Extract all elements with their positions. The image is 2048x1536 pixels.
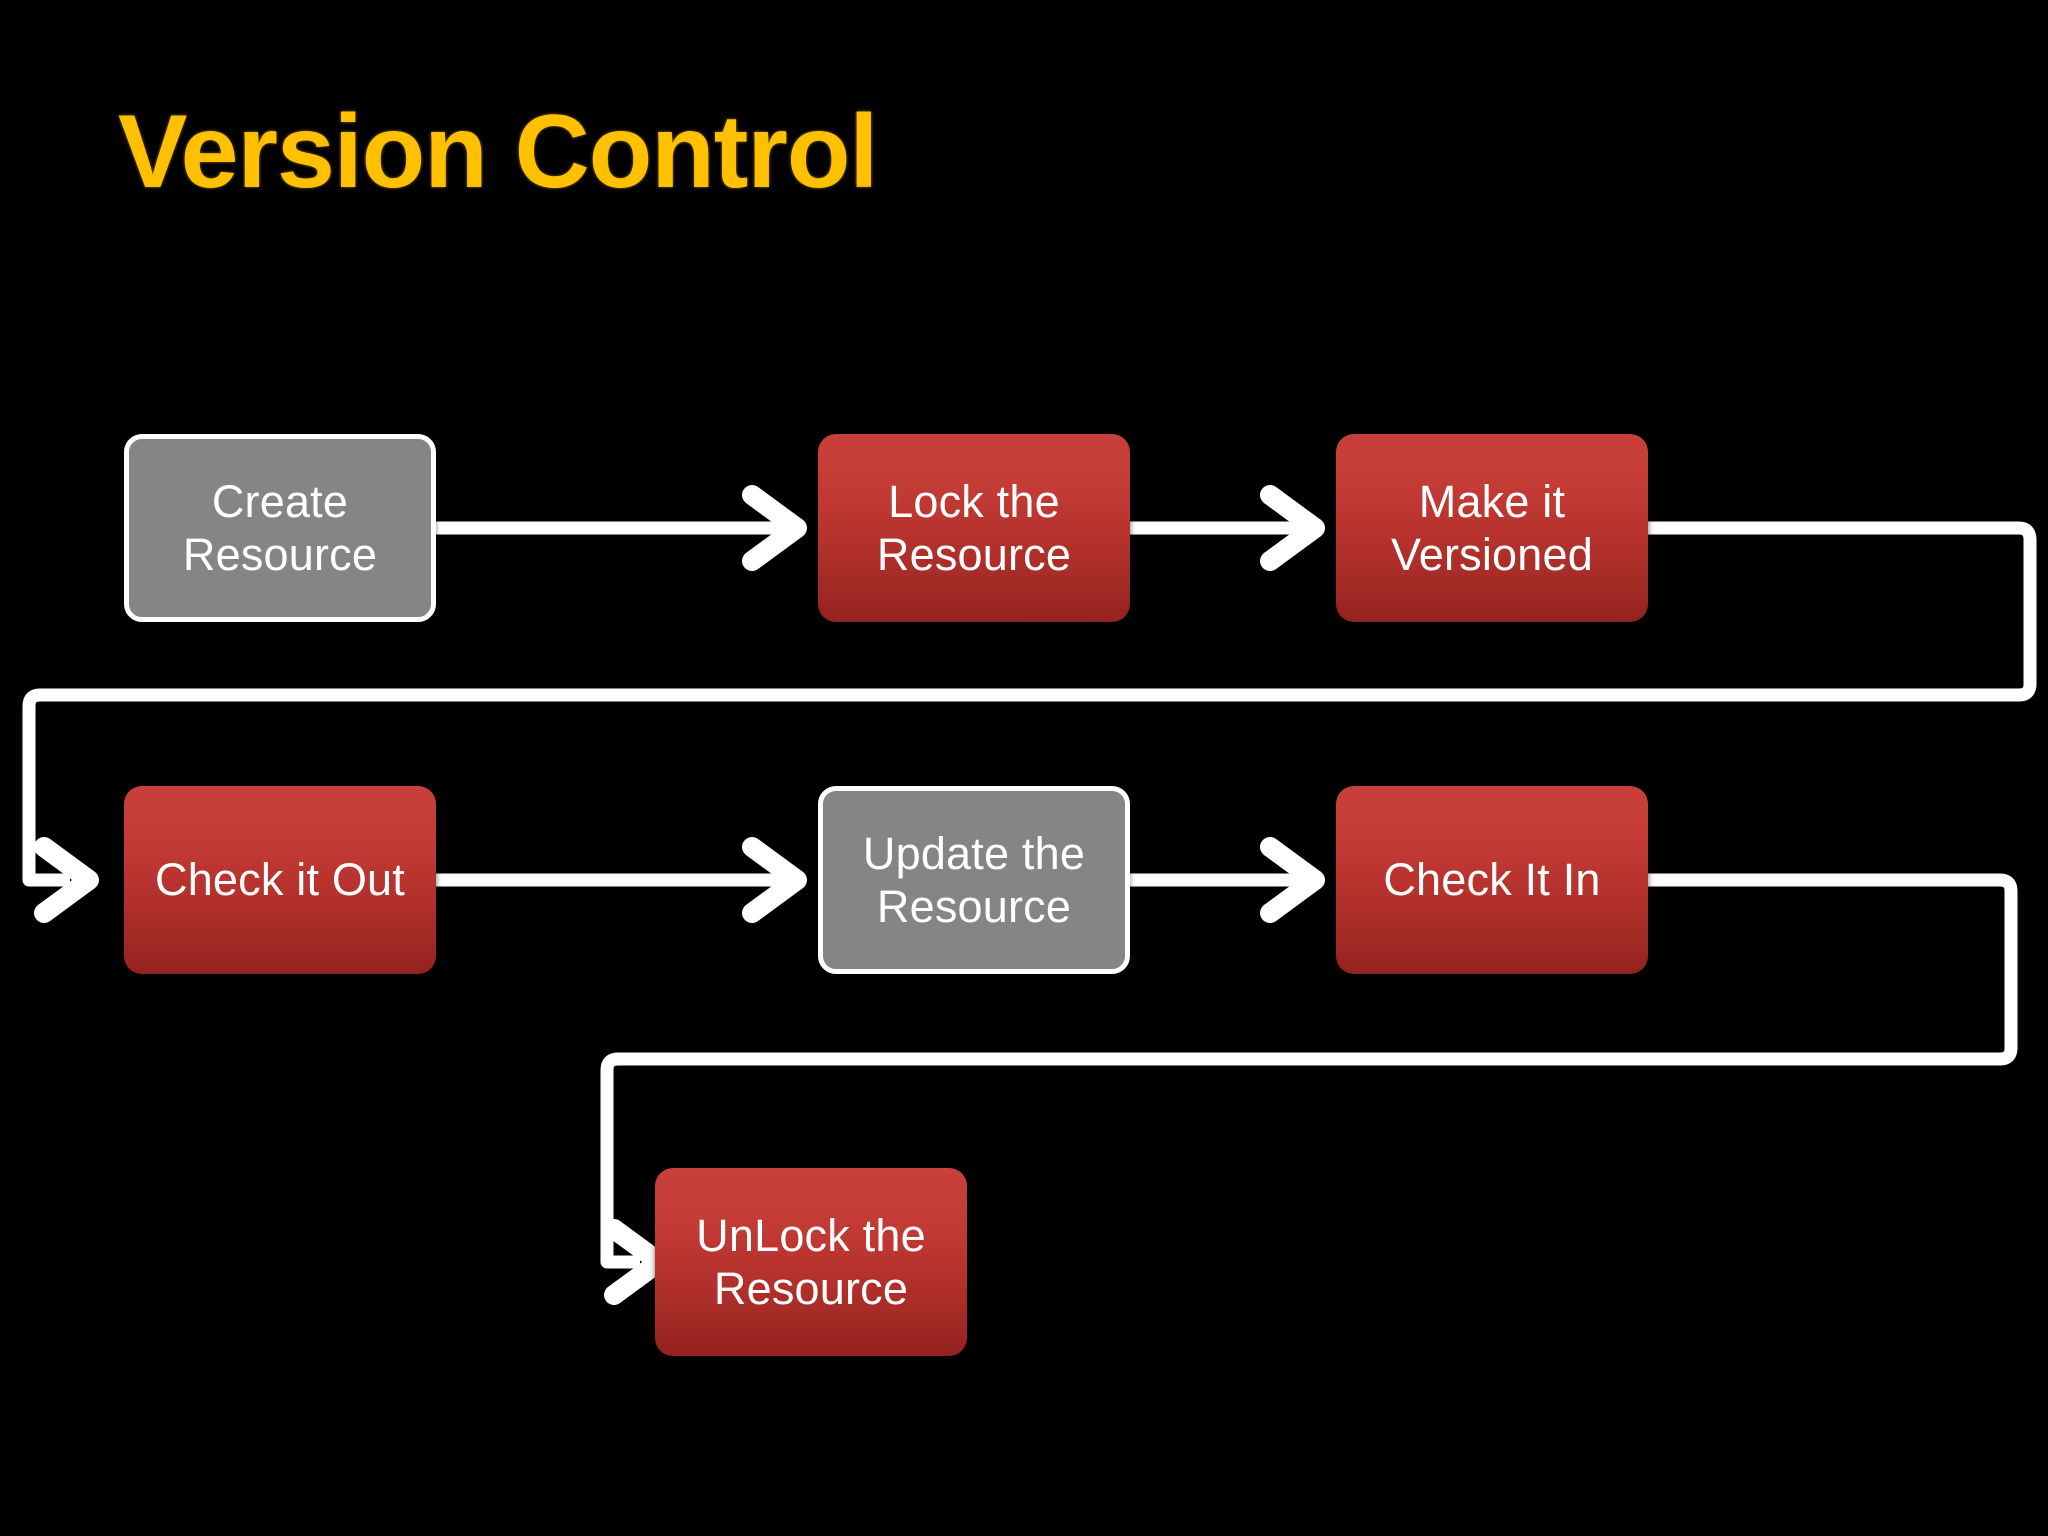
node-update-resource-line1: Update the	[862, 827, 1086, 879]
node-check-it-in-line1: Check It In	[1383, 854, 1601, 906]
node-create-resource[interactable]: Create Resource	[124, 434, 436, 622]
node-check-it-out[interactable]: Check it Out	[124, 786, 436, 974]
node-lock-resource-line1: Lock the	[888, 475, 1060, 527]
page-title: Version Control	[118, 94, 878, 210]
node-create-resource-line2: Resource	[182, 529, 378, 580]
node-update-resource[interactable]: Update the Resource	[818, 786, 1130, 974]
node-check-it-in[interactable]: Check It In	[1336, 786, 1648, 974]
node-lock-resource[interactable]: Lock the Resource	[818, 434, 1130, 622]
edge-make-versioned-to-check-it-out	[22, 521, 2037, 923]
node-unlock-resource[interactable]: UnLock the Resource	[655, 1168, 967, 1356]
node-unlock-resource-line2: Resource	[713, 1263, 909, 1314]
node-unlock-resource-line1: UnLock the	[696, 1209, 926, 1261]
node-lock-resource-line2: Resource	[876, 529, 1072, 580]
node-make-versioned-line1: Make it	[1418, 475, 1566, 527]
node-make-versioned[interactable]: Make it Versioned	[1336, 434, 1648, 622]
node-make-versioned-line2: Versioned	[1391, 529, 1593, 580]
node-update-resource-line2: Resource	[876, 881, 1072, 932]
node-check-it-out-line1: Check it Out	[155, 854, 405, 906]
node-create-resource-line1: Create	[211, 475, 349, 527]
edge-create-resource-to-lock-resource	[432, 485, 807, 571]
edge-check-it-out-to-update-resource	[432, 837, 807, 923]
